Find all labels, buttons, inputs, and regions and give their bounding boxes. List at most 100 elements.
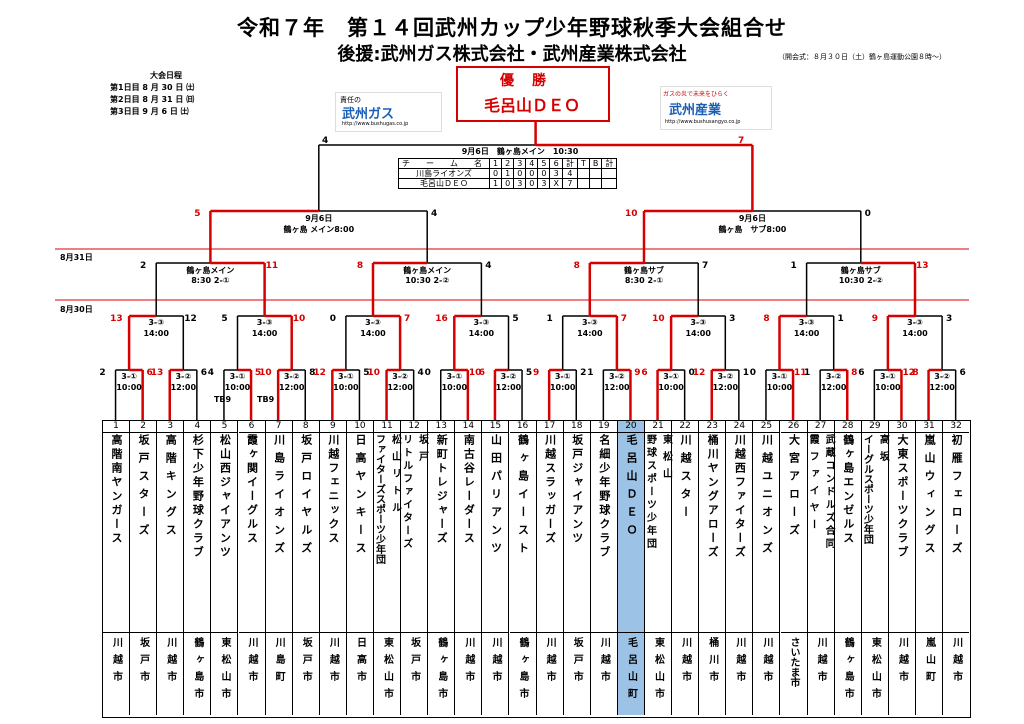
round1-code: 3-②	[392, 372, 408, 381]
round1-code: 3-①	[880, 372, 896, 381]
team-name: 霞ヶ関イーグルス	[245, 434, 259, 546]
round2-code: 3-③	[581, 318, 598, 327]
team-city: さいたま市	[780, 632, 807, 715]
quarter-score-left: 2	[140, 261, 147, 271]
quarter-venue: 鶴ヶ島サブ	[840, 266, 881, 275]
team-name: 初雁フェローズ	[950, 434, 964, 560]
round2-score-left: 13	[110, 314, 123, 324]
team-city: 川越市	[753, 632, 780, 715]
round1-code: 3-①	[446, 372, 463, 381]
team-city: 鶴ヶ島市	[428, 632, 455, 715]
round1-code: 3-②	[934, 372, 950, 381]
team-name: 南古谷レーダース	[462, 434, 476, 546]
round1-score-left: 0	[749, 368, 757, 378]
team-number: 31	[916, 421, 943, 433]
round1-score-left: 12	[313, 368, 326, 378]
team-name: 大東スポーツクラブ	[895, 434, 909, 560]
champion-team: 毛呂山ＤＥＯ	[483, 96, 580, 115]
team-name: 高階南ヤンガース	[110, 434, 124, 546]
team-city: 川越市	[482, 632, 509, 715]
team-city: 川越市	[943, 632, 970, 715]
schedule-day3: 第3日目 9 月 6 日 ㈯	[110, 107, 189, 116]
round1-score-left: 12	[692, 368, 706, 378]
team-number: 20	[617, 421, 644, 433]
round1-score-left: 6	[641, 368, 648, 378]
team-name: 川越スラッガーズ	[543, 434, 557, 546]
round1-score-right: 11	[794, 368, 807, 378]
quarter-venue: 鶴ヶ島メイン	[403, 266, 452, 275]
round1-code: 3-②	[825, 372, 842, 381]
round2-score-left: 16	[435, 314, 448, 324]
round1-time: 12:00	[495, 383, 522, 392]
team-name: 山田パリアンツ	[489, 434, 503, 560]
team-name: 川越フェニックス	[326, 434, 340, 546]
team-number: 21	[645, 421, 672, 433]
page-title: 令和７年 第１４回武州カップ少年野球秋季大会組合せ	[237, 16, 787, 40]
team-city: 東松山市	[645, 632, 672, 715]
team-number: 19	[590, 421, 617, 433]
team-number: 16	[509, 421, 536, 433]
team-number: 2	[130, 421, 157, 433]
round2-code: 3-③	[148, 318, 165, 327]
round1-score-right: 1	[742, 368, 749, 378]
round2-time: 14:00	[251, 329, 278, 338]
bushu-sangyo-logo: ガスの炎で未来をひらく 武州産業 http://www.bushusangyo.…	[660, 86, 772, 130]
team-name: 坂戸リトルファイターズ	[400, 434, 428, 551]
round2-score-left: 9	[871, 314, 879, 324]
round1-score-left: 1	[587, 368, 594, 378]
day-label-aug31: 8月31日	[60, 253, 93, 262]
round1-time: 10:00	[441, 383, 468, 392]
opening-ceremony-note: （開会式：８月３０日（土）鶴ヶ島運動公園８時〜）	[778, 53, 946, 61]
quarter-venue: 鶴ヶ島メイン	[186, 266, 235, 275]
team-number: 24	[726, 421, 753, 433]
quarter-time: 10:30 2-②	[838, 276, 883, 285]
round1-score-right: 6	[959, 368, 966, 378]
semi-date: 9月6日	[305, 214, 333, 223]
team-number: 25	[753, 421, 780, 433]
round1-time: 12:00	[604, 383, 630, 392]
team-number: 17	[536, 421, 563, 433]
team-name: 杉下少年野球クラブ	[191, 434, 205, 560]
round1-score-right: 5	[363, 368, 370, 378]
team-number: 26	[780, 421, 807, 433]
team-name: 名細少年野球クラブ	[597, 434, 611, 560]
round1-score-right: 6	[146, 368, 153, 378]
team-number: 29	[861, 421, 888, 433]
team-city: 川越市	[672, 632, 699, 715]
champion-label: 優勝	[500, 73, 564, 89]
round1-code: 3-②	[175, 372, 192, 381]
day-label-aug30: 8月30日	[60, 305, 93, 314]
round2-score-right: 7	[403, 314, 411, 324]
round1-score-left: 10	[367, 368, 381, 378]
final-score-left: 4	[322, 136, 329, 146]
round1-time: 12:00	[278, 383, 305, 392]
round1-time: 10:00	[333, 383, 359, 392]
round1-time: 10:00	[116, 383, 142, 392]
round1-time: 10:00	[658, 383, 684, 392]
team-name: 東松山野球スポーツ少年団	[644, 434, 672, 551]
team-number: 15	[482, 421, 509, 433]
team-city: 坂戸市	[130, 632, 157, 715]
team-city: 坂戸市	[563, 632, 590, 715]
schedule-day1: 第1日目 8 月 30 日 ㈯	[110, 83, 195, 92]
team-number: 1	[103, 421, 130, 433]
round2-score-left: 8	[763, 314, 770, 324]
round1-code: 3-①	[338, 372, 354, 381]
team-city: 川越市	[103, 632, 130, 715]
team-number: 30	[888, 421, 915, 433]
team-name: 大宮アローズ	[787, 434, 801, 542]
team-number: 11	[374, 421, 401, 433]
team-city: 東松山市	[861, 632, 888, 715]
round1-score-right: 0	[688, 368, 695, 378]
team-city: 川越市	[590, 632, 617, 715]
team-number: 9	[319, 421, 346, 433]
team-number: 8	[292, 421, 319, 433]
round1-code: 3-②	[609, 372, 625, 381]
